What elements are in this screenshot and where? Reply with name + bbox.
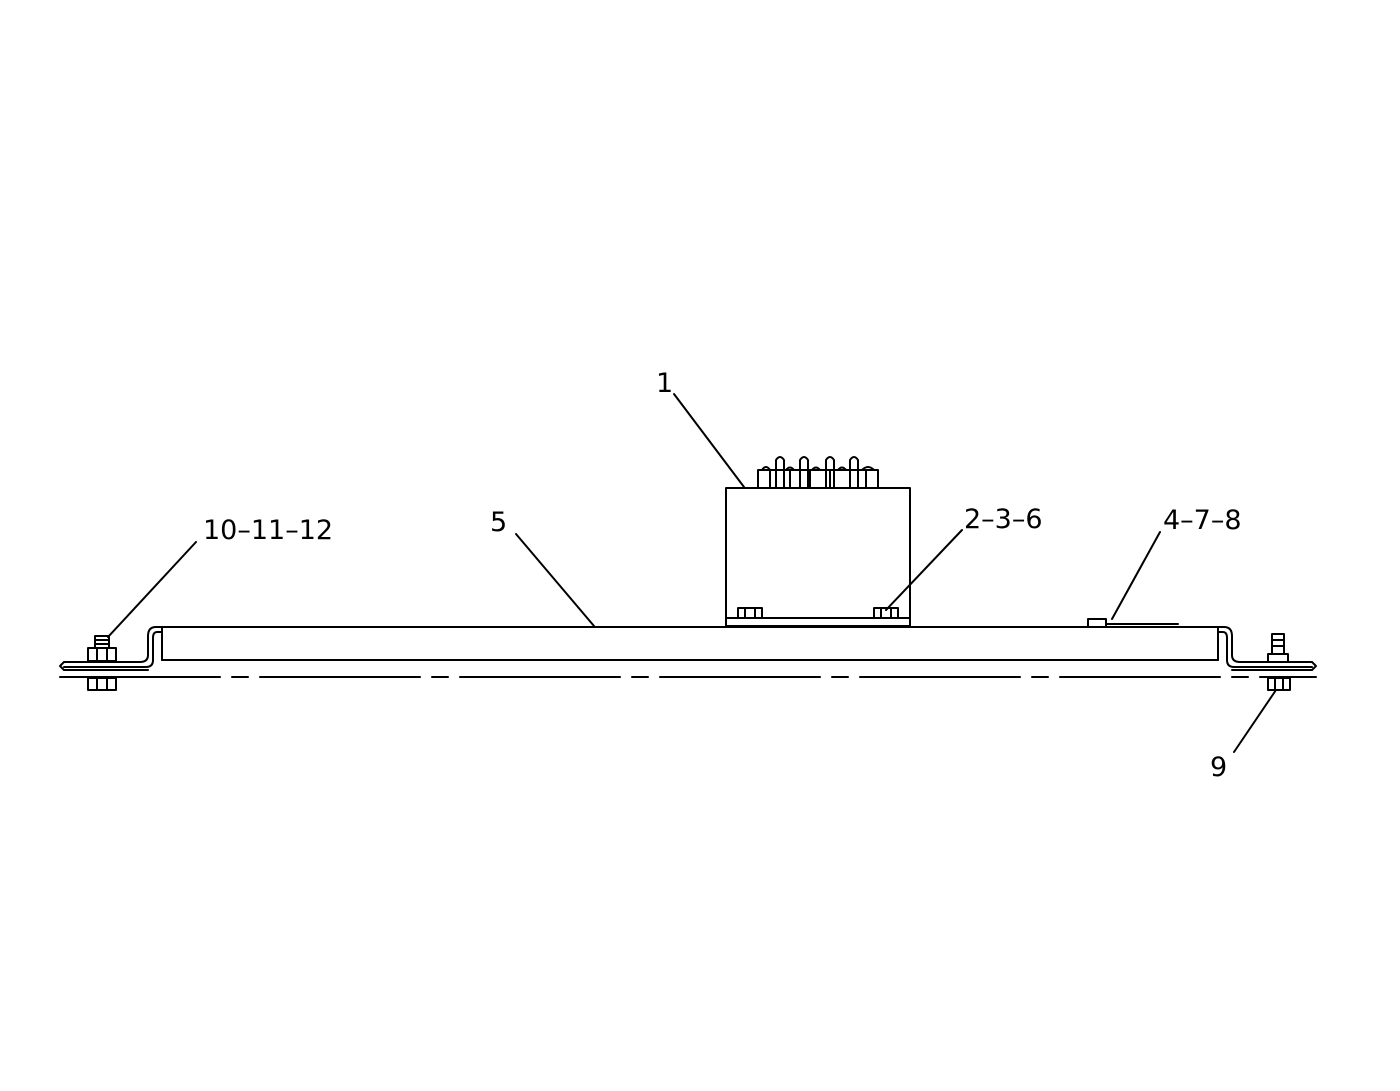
- base-bolt-left: [737, 607, 763, 619]
- callout-5: 5: [490, 507, 507, 538]
- leader-2-3-6: [885, 529, 963, 611]
- callout-4-7-8: 4–7–8: [1163, 505, 1242, 536]
- leader-5: [515, 533, 595, 627]
- base-bolt-right: [873, 607, 899, 619]
- leader-1: [673, 393, 745, 488]
- left-stud-assembly: [87, 635, 117, 691]
- callout-10-11-12: 10–11–12: [203, 515, 333, 546]
- callout-9: 9: [1210, 752, 1227, 783]
- component-block: [725, 456, 911, 627]
- leader-10-11-12: [107, 541, 197, 638]
- leader-9: [1233, 689, 1277, 753]
- rail-channel: [59, 626, 1317, 671]
- callout-2-3-6: 2–3–6: [964, 504, 1043, 535]
- leader-4-7-8: [1111, 531, 1161, 620]
- right-stud-assembly: [1267, 633, 1291, 691]
- rail-clip: [1087, 618, 1179, 628]
- callout-1: 1: [656, 368, 673, 399]
